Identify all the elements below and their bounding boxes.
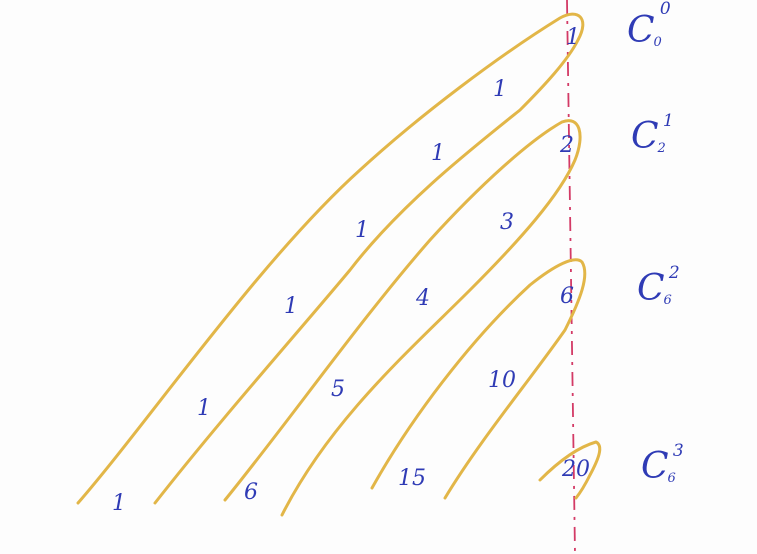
pascal-number: 4 [415, 286, 430, 311]
pascal-number: 6 [244, 480, 258, 505]
pascal-number: 6 [560, 284, 574, 309]
pascal-number: 15 [398, 466, 426, 491]
pascal-number: 5 [331, 377, 345, 402]
combination-label: C63 [641, 441, 684, 487]
pascal-number: 20 [561, 457, 590, 482]
diagonal-loop-3 [370, 258, 587, 500]
combination-label: C00 [627, 0, 671, 51]
pascal-number: 3 [500, 210, 514, 235]
pascal-number: 1 [197, 396, 211, 421]
pascal-number: 1 [355, 218, 369, 243]
pascal-number: 10 [488, 368, 516, 393]
combination-label: C21 [631, 111, 674, 157]
pascal-number: 1 [112, 491, 126, 516]
pascal-number: 2 [559, 133, 574, 158]
pascal-number: 1 [566, 25, 580, 50]
combination-label: C62 [637, 263, 680, 309]
pascal-number: 1 [431, 141, 445, 166]
pascal-number: 1 [493, 77, 507, 102]
diagonal-loop-2 [223, 119, 582, 517]
diagonal-loop-1 [76, 12, 585, 505]
pascal-number: 1 [284, 294, 298, 319]
diagonal-loop-4 [538, 440, 602, 500]
